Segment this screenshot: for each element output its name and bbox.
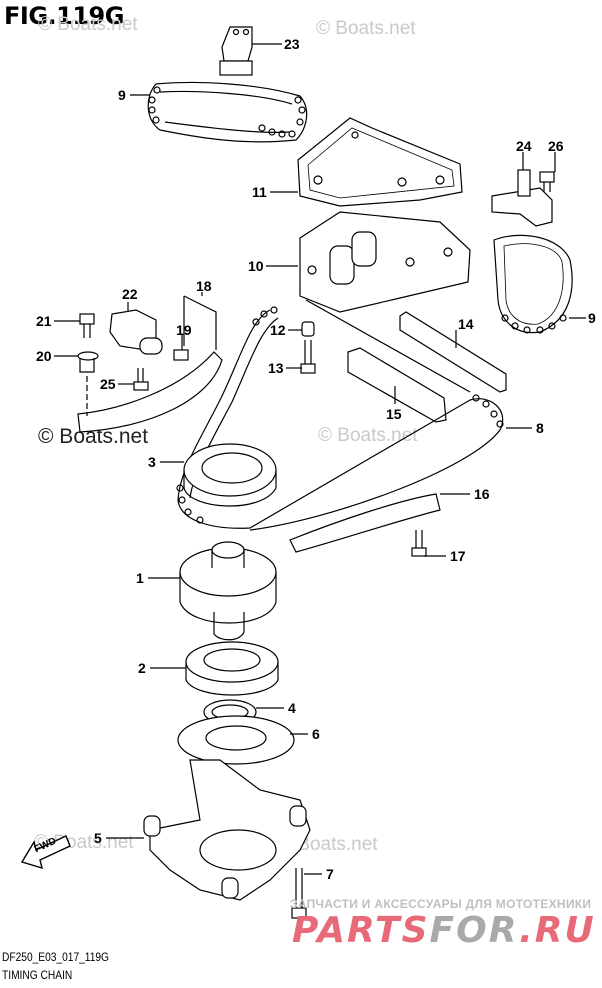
watermark: © Boats.net	[316, 18, 416, 39]
part-11-gasket	[297, 117, 463, 207]
callout-8[interactable]: 8	[536, 420, 544, 436]
fwd-arrow-icon	[20, 835, 71, 870]
part-20-sleeve	[77, 351, 99, 416]
part-24-bracket	[491, 169, 553, 227]
callout-10[interactable]: 10	[248, 258, 264, 274]
watermark-dark: © Boats.net	[38, 425, 149, 448]
callout-21[interactable]: 21	[36, 313, 52, 329]
part-18-tensioner-arm	[77, 295, 223, 433]
figure-title: FIG.119G	[4, 2, 124, 30]
callout-11[interactable]: 11	[252, 184, 267, 200]
callout-9[interactable]: 9	[118, 87, 126, 103]
part-1-gear	[179, 541, 277, 641]
callout-6[interactable]: 6	[312, 726, 320, 742]
callout-7[interactable]: 7	[326, 866, 334, 882]
part-23-bracket	[219, 26, 253, 76]
part-7-bolt	[291, 868, 307, 919]
promo-logo: PARTSFOR.RU	[292, 910, 596, 951]
figure-code: DF250_E03_017_119G	[2, 950, 110, 964]
callout-4[interactable]: 4	[288, 700, 296, 716]
callout-5[interactable]: 5	[94, 830, 102, 846]
promo-tagline: ЗАПЧАСТИ И АКСЕССУАРЫ ДЛЯ МОТОТЕХНИКИ	[290, 897, 592, 911]
callout-2[interactable]: 2	[138, 660, 146, 676]
part-9-chain-top	[147, 81, 308, 143]
part-15-chain-guide	[347, 347, 447, 423]
callout-26[interactable]: 26	[548, 138, 564, 154]
promo-logo-part-3: .RU	[519, 910, 596, 951]
callout-13[interactable]: 13	[268, 360, 284, 376]
part-26-bolt	[539, 171, 555, 192]
part-2-bearing	[185, 641, 279, 696]
callout-20[interactable]: 20	[36, 348, 52, 364]
part-22-tensioner	[109, 309, 163, 355]
watermark: © Boats.net	[38, 14, 138, 35]
part-21-bolt	[79, 313, 95, 338]
part-25-bolt	[133, 368, 149, 391]
callout-1[interactable]: 1	[136, 570, 144, 586]
part-6-plate	[177, 715, 295, 765]
watermark: © Boats.net	[318, 425, 418, 446]
callout-24[interactable]: 24	[516, 138, 532, 154]
part-14-chain-guide	[399, 311, 507, 393]
part-3-bearing	[183, 443, 277, 507]
callout-15[interactable]: 15	[386, 406, 402, 422]
part-9-chain-right	[493, 234, 573, 334]
callout-19[interactable]: 19	[176, 322, 192, 338]
part-5-housing	[143, 759, 311, 901]
callout-22[interactable]: 22	[122, 286, 138, 302]
callout-17[interactable]: 17	[450, 548, 466, 564]
callout-12[interactable]: 12	[270, 322, 286, 338]
callout-23[interactable]: 23	[284, 36, 300, 52]
part-10-pump	[299, 211, 471, 313]
callout-3[interactable]: 3	[148, 454, 156, 470]
figure-name: TIMING CHAIN	[2, 968, 73, 982]
callout-18[interactable]: 18	[196, 278, 212, 294]
promo-logo-part-2: FOR	[429, 910, 520, 951]
part-16-chain-guide	[289, 493, 441, 553]
part-19-clip	[173, 349, 189, 361]
part-13-bolt	[300, 340, 316, 374]
callout-14[interactable]: 14	[458, 316, 474, 332]
promo-logo-part-1: PARTS	[292, 910, 430, 951]
callout-16[interactable]: 16	[474, 486, 490, 502]
part-12-pin	[301, 321, 315, 337]
callout-9-right[interactable]: 9	[588, 310, 596, 326]
part-17-bolt	[411, 530, 427, 557]
callout-25[interactable]: 25	[100, 376, 116, 392]
